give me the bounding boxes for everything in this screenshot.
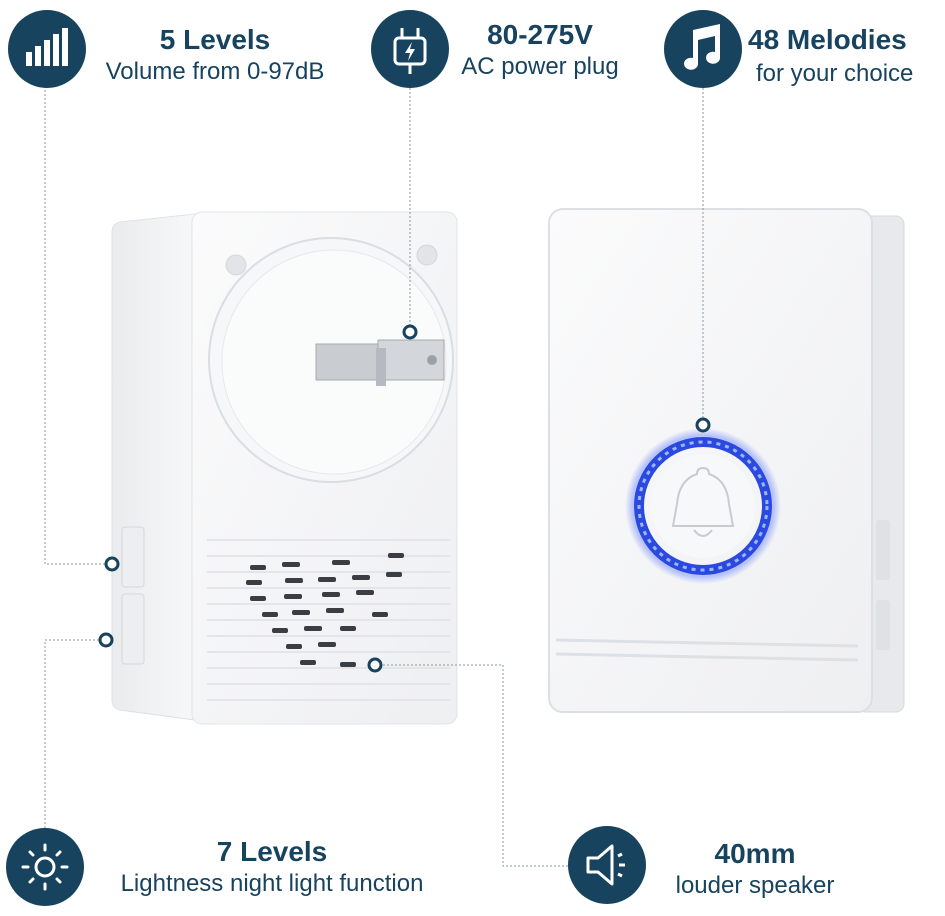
light-title: 7 Levels	[216, 836, 328, 867]
speaker-title: 40mm	[714, 838, 796, 869]
leader-lines	[44, 86, 704, 867]
bell-icon	[671, 466, 735, 537]
sun-light-icon	[6, 828, 84, 906]
transmitter-unit	[548, 208, 905, 713]
light-side-button	[121, 593, 145, 665]
speaker-subtitle: louder speaker	[675, 872, 835, 899]
melodies-title: 48 Melodies	[748, 24, 907, 55]
volume-title: 5 Levels	[159, 24, 271, 55]
speaker-icon	[568, 826, 646, 904]
plug-prong-left	[315, 343, 379, 381]
power-plug-icon	[371, 10, 449, 88]
speaker-grille	[207, 539, 450, 701]
volume-side-button	[121, 526, 145, 588]
light-subtitle: Lightness night light function	[120, 870, 424, 897]
melodies-subtitle: for your choice	[756, 60, 914, 87]
receiver-unit	[111, 211, 458, 725]
volume-subtitle: Volume from 0-97dB	[105, 58, 325, 85]
volume-bars-icon	[8, 10, 86, 88]
leader-dots	[98, 324, 711, 673]
power-subtitle: AC power plug	[461, 53, 619, 80]
music-note-icon	[664, 10, 742, 88]
power-title: 80-275V	[487, 19, 593, 50]
